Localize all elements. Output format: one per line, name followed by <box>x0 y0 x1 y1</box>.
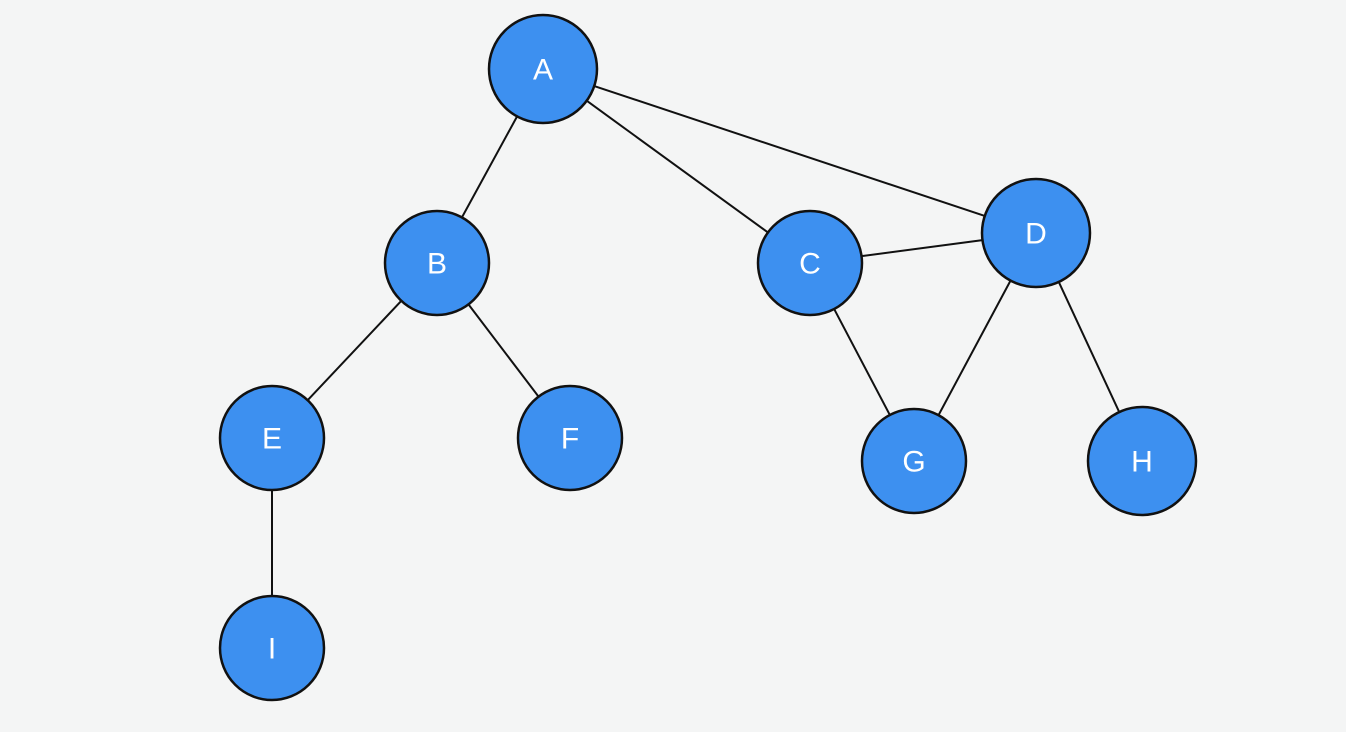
graph-edge-c-d <box>860 239 984 258</box>
graph-node-a[interactable]: A <box>487 13 599 125</box>
graph-edge-a-b <box>460 115 519 219</box>
graph-node-d[interactable]: D <box>980 177 1092 289</box>
graph-node-g[interactable]: G <box>860 407 968 515</box>
graph-node-h[interactable]: H <box>1086 405 1198 517</box>
graph-node-i[interactable]: I <box>218 594 326 702</box>
graph-node-circle-g[interactable] <box>860 407 968 515</box>
graph-node-e[interactable]: E <box>218 384 326 492</box>
graph-edge-b-e <box>306 299 403 402</box>
graph-node-circle-c[interactable] <box>756 209 864 317</box>
graph-node-c[interactable]: C <box>756 209 864 317</box>
graph-node-circle-h[interactable] <box>1086 405 1198 517</box>
graph-node-f[interactable]: F <box>516 384 624 492</box>
graph-node-circle-e[interactable] <box>218 384 326 492</box>
graph-edge-d-h <box>1057 280 1121 414</box>
node-layer: AB C D E F G H I <box>218 13 1198 702</box>
edge-layer <box>271 85 1121 597</box>
graph-node-circle-b[interactable] <box>383 209 491 317</box>
graph-node-circle-f[interactable] <box>516 384 624 492</box>
graph-edge-a-d <box>593 85 986 217</box>
graph-edge-a-c <box>585 99 769 234</box>
graph-node-circle-i[interactable] <box>218 594 326 702</box>
graph-edge-c-g <box>833 308 891 416</box>
graph-node-circle-d[interactable] <box>980 177 1092 289</box>
graph-node-b[interactable]: B <box>383 209 491 317</box>
graph-node-circle-a[interactable] <box>487 13 599 125</box>
graph-edge-d-g <box>937 279 1012 417</box>
graph-edge-b-f <box>467 303 540 398</box>
